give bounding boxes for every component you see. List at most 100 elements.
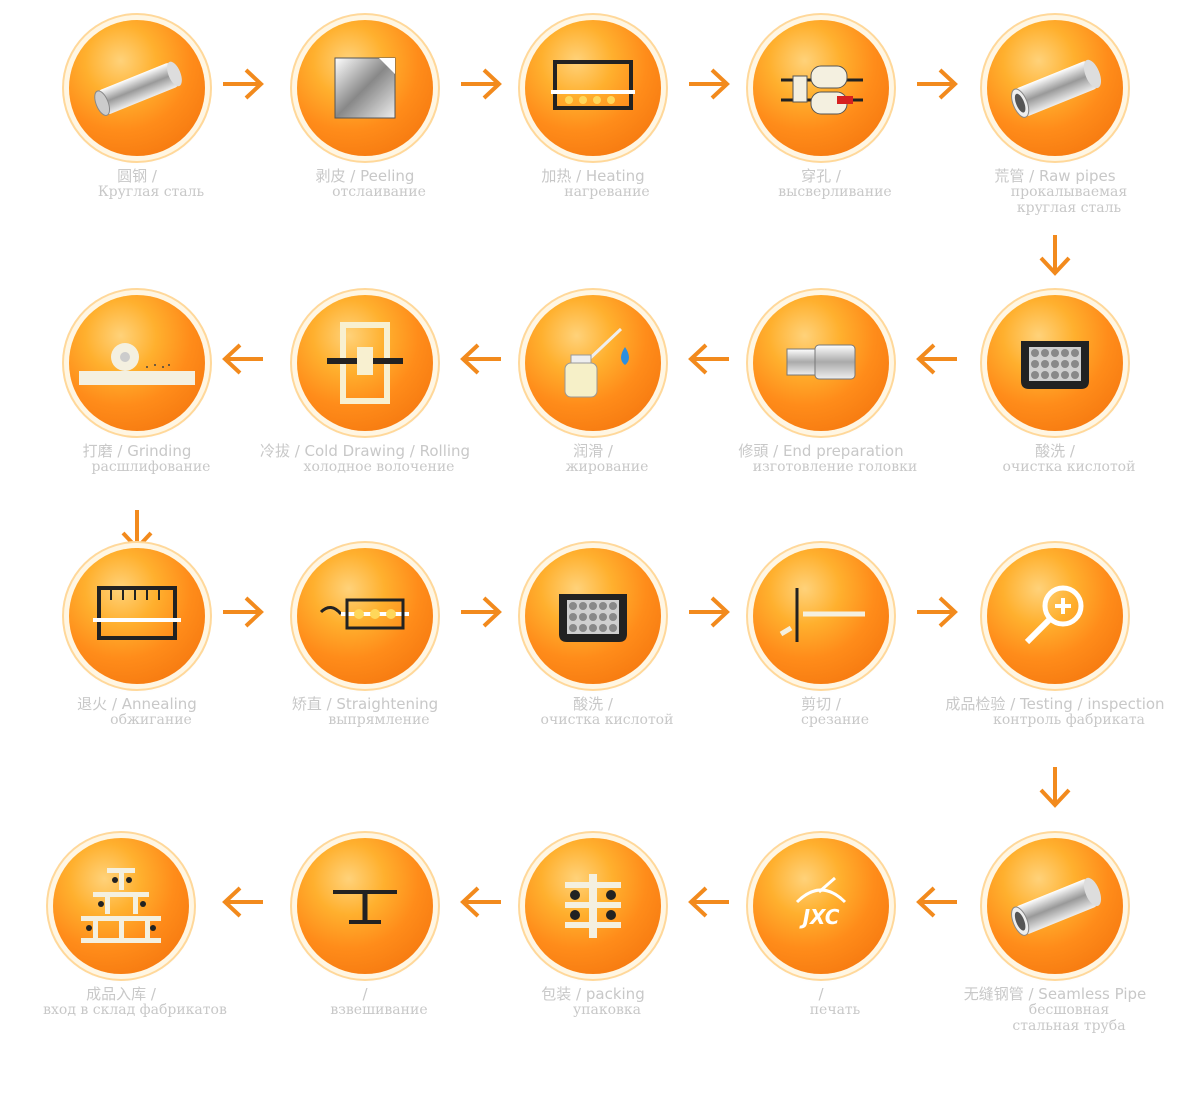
step-title: 打磨 / Grinding [22,443,252,459]
step-title: 酸洗 / [940,443,1170,459]
step-title: 包装 / packing [478,986,708,1002]
step-badge [69,295,205,431]
weighing-icon [297,838,433,974]
straightening-icon [297,548,433,684]
step-end-preparation: 修頭 / End preparationизготовление головки [706,295,936,555]
step-subtitle: срезание [706,712,936,728]
packing-icon [525,838,661,974]
step-title: / [706,986,936,1002]
step-subtitle: печать [706,1002,936,1018]
step-title: 成品入库 / [6,986,236,1002]
step-subtitle: вход в склад фабрикатов [6,1002,236,1018]
step-title: 矫直 / Straightening [250,696,480,712]
step-subtitle-2: стальная труба [940,1018,1170,1034]
step-badge [987,838,1123,974]
step-subtitle: выпрямление [250,712,480,728]
step-title: 剥皮 / Peeling [250,168,480,184]
step-subtitle: упаковка [478,1002,708,1018]
round-bar-icon [69,20,205,156]
cutting-icon [753,548,889,684]
arrow-down-icon [1033,762,1077,812]
step-title: 无缝钢管 / Seamless Pipe [940,986,1170,1002]
step-badge [525,838,661,974]
step-badge [297,295,433,431]
step-badge [987,20,1123,156]
step-subtitle: холодное волочение [250,459,480,475]
grinding-icon [69,295,205,431]
step-subtitle-2: круглая сталь [940,200,1170,216]
arrow-down-icon [1033,230,1077,280]
step-printing: JXC /печать [706,838,936,1098]
step-subtitle: очистка кислотой [478,712,708,728]
step-round-bar: 圆钢 /Круглая сталь [22,20,252,280]
step-badge [69,20,205,156]
peeling-icon [297,20,433,156]
jxc-logo-icon: JXC [753,838,889,974]
step-subtitle: отслаивание [250,184,480,200]
step-title: 冷拔 / Cold Drawing / Rolling [250,443,480,459]
step-title: / [250,986,480,1002]
step-badge [753,20,889,156]
raw-pipe-icon [987,20,1123,156]
seamless-pipe-icon [987,838,1123,974]
step-subtitle: очистка кислотой [940,459,1170,475]
step-badge: JXC [753,838,889,974]
step-badge [525,20,661,156]
step-acid-pickling: 酸洗 /очистка кислотой [940,295,1170,555]
step-title: 圆钢 / [22,168,252,184]
jxc-logo-text: JXC [799,905,840,929]
step-badge [753,295,889,431]
cold-drawing-icon [297,295,433,431]
step-badge [525,548,661,684]
step-subtitle: взвешивание [250,1002,480,1018]
step-title: 修頭 / End preparation [706,443,936,459]
step-acid-pickling-2: 酸洗 /очистка кислотой [478,548,708,808]
end-prep-icon [753,295,889,431]
step-title: 荒管 / Raw pipes [940,168,1170,184]
step-subtitle: обжигание [22,712,252,728]
step-subtitle: изготовление головки [706,459,936,475]
step-subtitle: нагревание [478,184,708,200]
step-subtitle: высверливание [706,184,936,200]
step-title: 成品检验 / Testing / inspection [940,696,1170,712]
step-badge [297,838,433,974]
step-badge [297,20,433,156]
oil-can-icon [525,295,661,431]
step-badge [297,548,433,684]
step-badge [525,295,661,431]
step-title: 穿孔 / [706,168,936,184]
step-warehouse: 成品入库 /вход в склад фабрикатов [6,838,236,1098]
step-badge [987,295,1123,431]
step-subtitle: бесшовная [940,1002,1170,1018]
step-badge [53,838,189,974]
heating-icon [525,20,661,156]
step-cutting: 剪切 /срезание [706,548,936,808]
step-title: 润滑 / [478,443,708,459]
magnifier-icon [987,548,1123,684]
acid-bath-icon [987,295,1123,431]
step-title: 剪切 / [706,696,936,712]
step-badge [987,548,1123,684]
acid-bath-icon [525,548,661,684]
step-subtitle: контроль фабриката [940,712,1170,728]
step-subtitle: Круглая сталь [22,184,252,200]
step-cold-drawing: 冷拔 / Cold Drawing / Rollingхолодное воло… [250,295,480,555]
step-piercing: 穿孔 /высверливание [706,20,936,280]
annealing-icon [69,548,205,684]
piercing-icon [753,20,889,156]
step-lubrication: 润滑 /жирование [478,295,708,555]
step-title: 酸洗 / [478,696,708,712]
warehouse-icon [53,838,189,974]
step-subtitle: жирование [478,459,708,475]
step-title: 退火 / Annealing [22,696,252,712]
step-title: 加热 / Heating [478,168,708,184]
step-weighing: /взвешивание [250,838,480,1098]
step-badge [753,548,889,684]
step-subtitle: прокалываемая [940,184,1170,200]
